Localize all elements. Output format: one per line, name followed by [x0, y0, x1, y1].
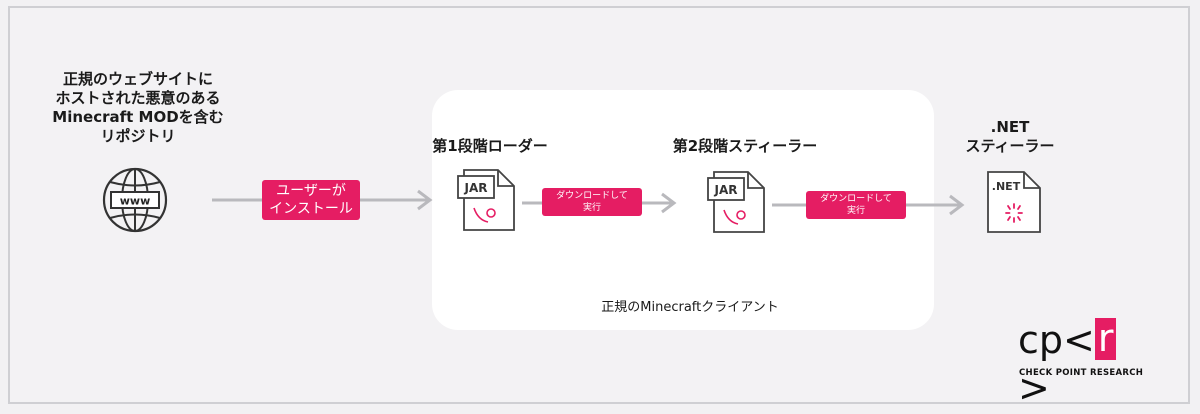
logo-left-text: cp<	[1018, 318, 1095, 362]
download-execute-badge-2: ダウンロードして 実行	[806, 191, 906, 219]
repo-label: 正規のウェブサイトに ホストされた悪意のある Minecraft MODを含む …	[52, 70, 224, 145]
dotnet-file-icon: .NET	[987, 171, 1041, 233]
stage1-label: 第1段階ローダー	[432, 137, 548, 155]
dotnet-icon-text: .NET	[992, 180, 1021, 193]
jar-icon-text: JAR	[714, 183, 738, 197]
logo-r-box: r	[1094, 318, 1117, 360]
globe-icon-text: www	[120, 195, 151, 208]
check-point-logo: cp<r >	[1018, 316, 1148, 410]
jar-file-icon: JAR	[707, 171, 765, 233]
net-label: .NET スティーラー	[965, 118, 1055, 155]
jar-file-icon: JAR	[457, 169, 515, 231]
install-badge: ユーザーが インストール	[262, 180, 360, 220]
globe-icon: www	[102, 167, 168, 233]
minecraft-client-label: 正規のMinecraftクライアント	[601, 300, 779, 315]
logo-right-text: >	[1018, 366, 1050, 410]
stage2-label: 第2段階スティーラー	[672, 137, 818, 155]
logo-tagline: CHECK POINT RESEARCH	[1019, 368, 1144, 378]
jar-icon-text: JAR	[464, 181, 488, 195]
download-execute-badge-1: ダウンロードして 実行	[542, 188, 642, 216]
